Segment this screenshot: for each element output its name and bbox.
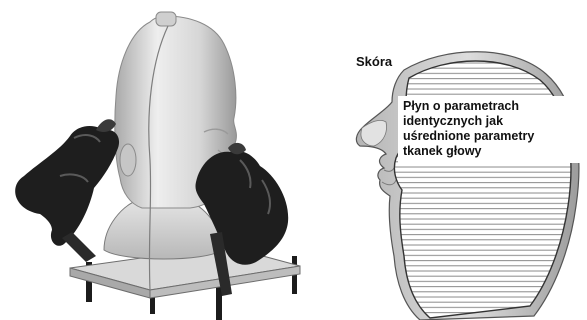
skin-label: Skóra	[356, 54, 392, 69]
fluid-description-box: Płyn o parametrach identycznych jak uśre…	[398, 96, 580, 163]
ear	[120, 144, 136, 176]
fluid-label-line-1: Płyn o parametrach	[403, 99, 575, 114]
fluid-label-line-2: identycznych jak	[403, 114, 575, 129]
left-hand	[15, 119, 119, 262]
phantom-head-illustration	[15, 12, 300, 320]
fluid-region	[390, 40, 587, 320]
fluid-label-line-4: tkanek głowy	[403, 144, 575, 159]
head-cap	[156, 12, 176, 26]
head-section-illustration	[356, 40, 587, 320]
neck-base	[104, 200, 222, 259]
fluid-label-line-3: uśrednione parametry	[403, 129, 575, 144]
